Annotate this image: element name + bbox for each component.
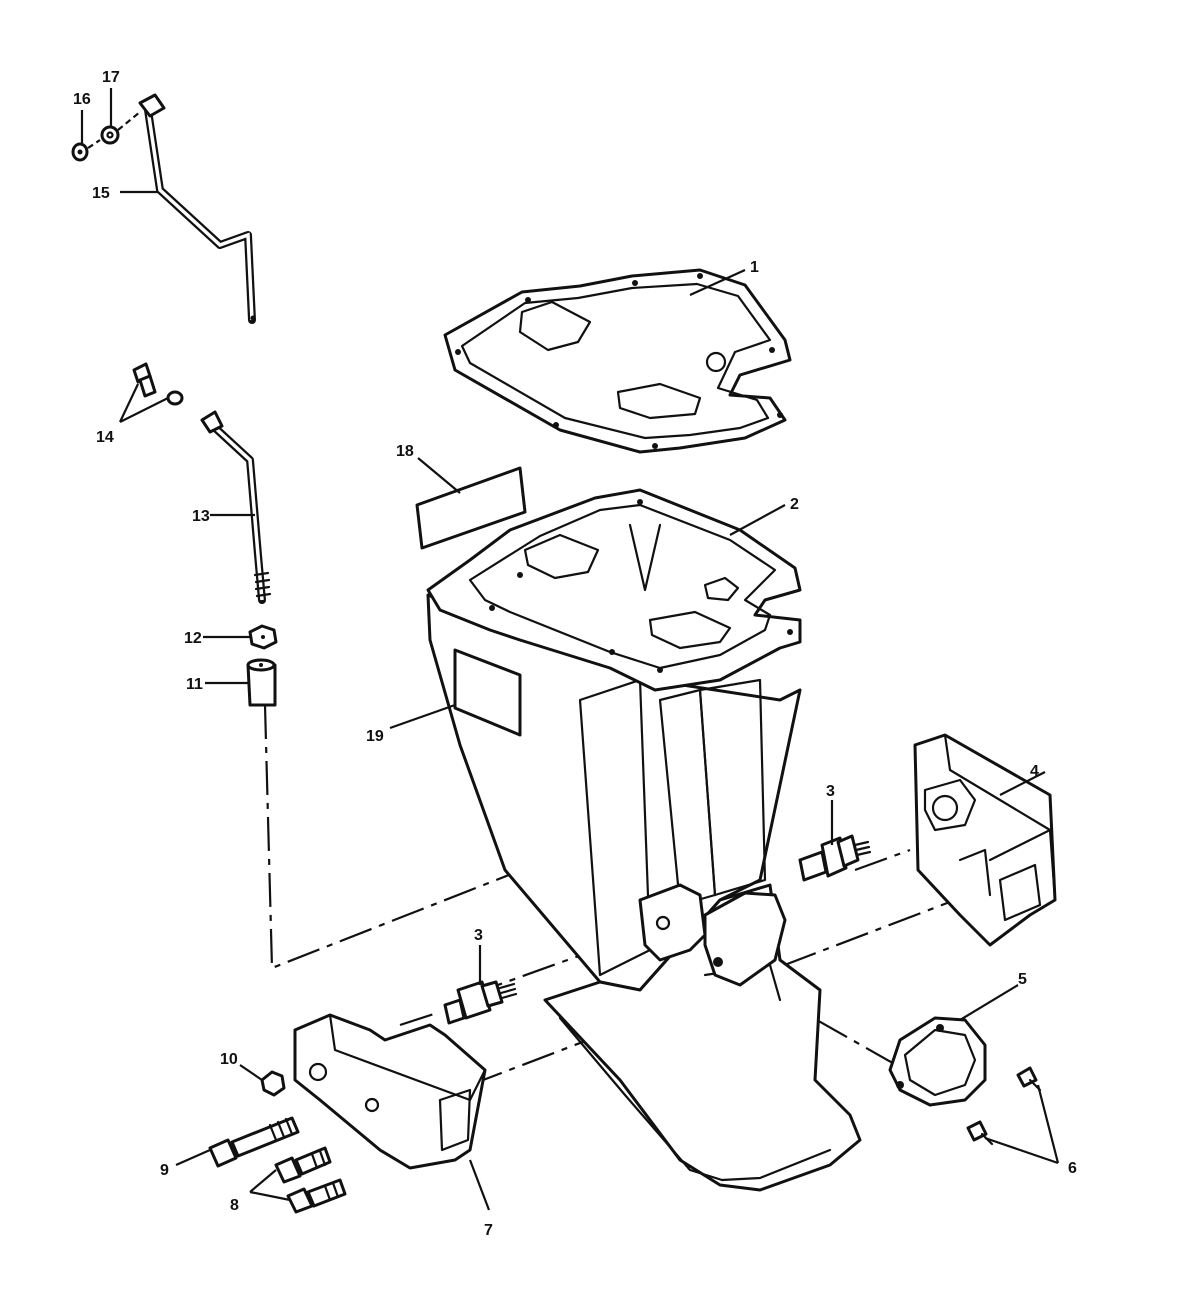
part-2-driveshaft-housing xyxy=(426,488,862,1192)
callout-15: 15 xyxy=(92,185,110,202)
part-5-mount-cover xyxy=(888,1016,987,1107)
callout-4: 4 xyxy=(1030,763,1039,780)
part-11-coupler xyxy=(246,658,277,707)
callout-2: 2 xyxy=(790,496,799,513)
part-18-decal xyxy=(415,466,527,550)
callout-3-upper: 3 xyxy=(826,783,835,800)
part-1-gasket xyxy=(443,268,792,454)
part-4-mount-bracket xyxy=(913,733,1057,947)
callout-1: 1 xyxy=(750,259,759,276)
leader-lines xyxy=(80,88,1060,1211)
callout-14: 14 xyxy=(96,429,114,446)
callout-7: 7 xyxy=(484,1222,493,1239)
part-3-rubber-mount-lower xyxy=(443,980,518,1025)
callout-10: 10 xyxy=(220,1051,238,1068)
callout-9: 9 xyxy=(160,1162,169,1179)
part-12-hex-nut xyxy=(248,624,278,650)
part-7-mount-bracket-lower xyxy=(293,1013,487,1170)
part-6-screws xyxy=(966,1066,1042,1146)
callout-19: 19 xyxy=(366,728,384,745)
part-14-screw-washer xyxy=(132,362,184,406)
part-17-washer xyxy=(100,125,120,145)
part-3-rubber-mount-upper xyxy=(798,834,872,882)
part-10-nut xyxy=(260,1070,286,1097)
callout-5: 5 xyxy=(1018,971,1027,988)
part-8-bolts xyxy=(274,1146,347,1214)
callout-labels: 1 2 3 4 5 6 3 7 8 9 10 11 12 13 14 15 16… xyxy=(73,69,1077,1239)
callout-11: 11 xyxy=(186,676,203,693)
callout-12: 12 xyxy=(184,630,202,647)
part-9-bolt xyxy=(208,1116,300,1168)
callout-3-lower: 3 xyxy=(474,927,483,944)
callout-18: 18 xyxy=(396,443,414,460)
part-15-assembly-line xyxy=(87,111,141,149)
part-13-lower-shift-rod xyxy=(200,410,272,604)
callout-17: 17 xyxy=(102,69,120,86)
callout-16: 16 xyxy=(73,91,91,108)
callout-8: 8 xyxy=(230,1197,239,1214)
part-15-shift-rod xyxy=(138,93,256,324)
part-16-nut xyxy=(71,142,89,162)
callout-6: 6 xyxy=(1068,1160,1077,1177)
callout-13: 13 xyxy=(192,508,210,525)
part-19-decal xyxy=(453,648,522,737)
